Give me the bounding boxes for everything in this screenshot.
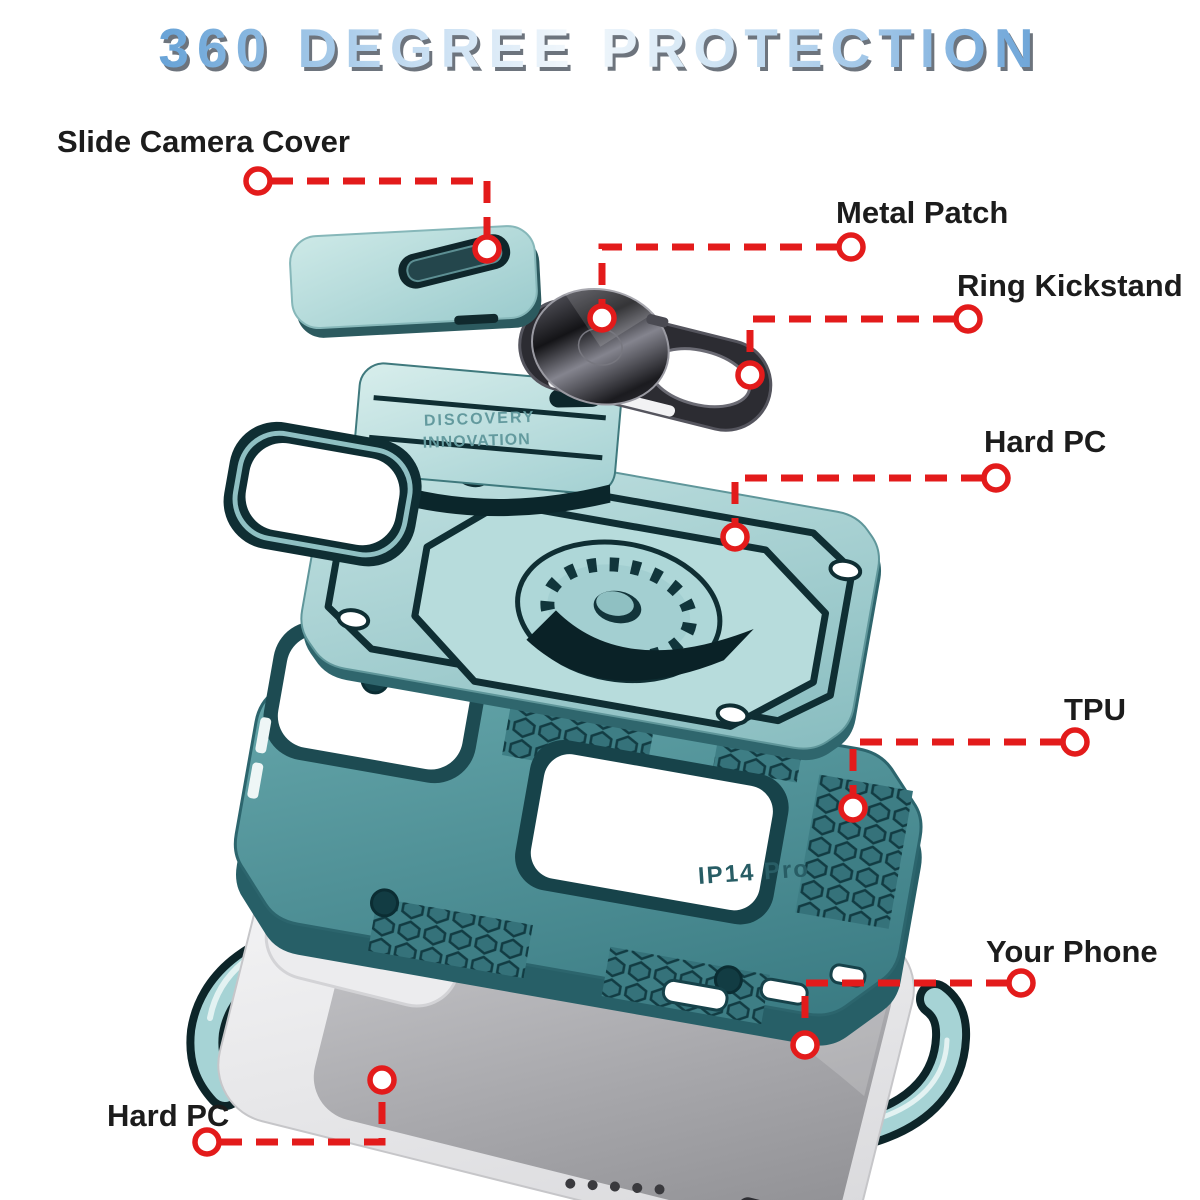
callout-dot [1006,968,1036,998]
ring-kickstand-part [518,277,773,432]
honeycomb-patch [795,774,913,929]
callout-dot [192,1127,222,1157]
bumper-right-corner [851,980,971,1147]
callout-dot [838,793,868,823]
callout-dot [790,1030,820,1060]
page-title: 360 DEGREE PROTECTION [0,16,1200,80]
rail-engraving-line1: DISCOVERY [424,409,536,430]
callout-dot [981,463,1011,493]
callout-dot [836,232,866,262]
label-hard-pc-top: Hard PC [984,424,1107,459]
callout-line-your-phone [801,979,1008,1031]
callout-dot [367,1065,397,1095]
ring-tab [646,314,669,328]
callout-line-tpu [849,738,1062,794]
callout-line-slide-camera-cover [271,177,491,236]
label-your-phone: Your Phone [986,934,1158,969]
callout-line-ring-kickstand [746,315,955,361]
rail-shadow-edge [356,471,611,517]
label-ring-kickstand: Ring Kickstand [957,268,1183,303]
plate-camera-opening [223,421,422,567]
label-hard-pc-bottom: Hard PC [107,1098,230,1133]
tpu-button-slot [247,762,264,799]
honeycomb-patch [367,897,533,979]
callout-dot [953,304,983,334]
label-metal-patch: Metal Patch [836,195,1009,230]
tpu-button-slot [255,717,272,754]
callout-dot [472,234,502,264]
label-tpu: TPU [1064,692,1126,727]
callout-line-metal-patch [598,243,838,304]
phone-bottom-edge-details [565,1178,799,1200]
callout-line-hard-pc-top [731,474,983,523]
rail-engraving-line2: INNOVATION [422,431,531,452]
callout-dot [243,166,273,196]
callout-dot [1060,727,1090,757]
callout-dot [735,360,765,390]
label-slide-camera-cover: Slide Camera Cover [57,124,350,159]
kickstand-gear [515,539,754,684]
callout-dot [720,522,750,552]
callout-line-hard-pc-bottom [220,1094,386,1146]
tpu-port-cutouts [661,963,867,1012]
tpu-center-opening [515,740,789,925]
kickstand-arc [526,610,754,681]
cover-notch [454,313,499,325]
callout-dot [587,303,617,333]
